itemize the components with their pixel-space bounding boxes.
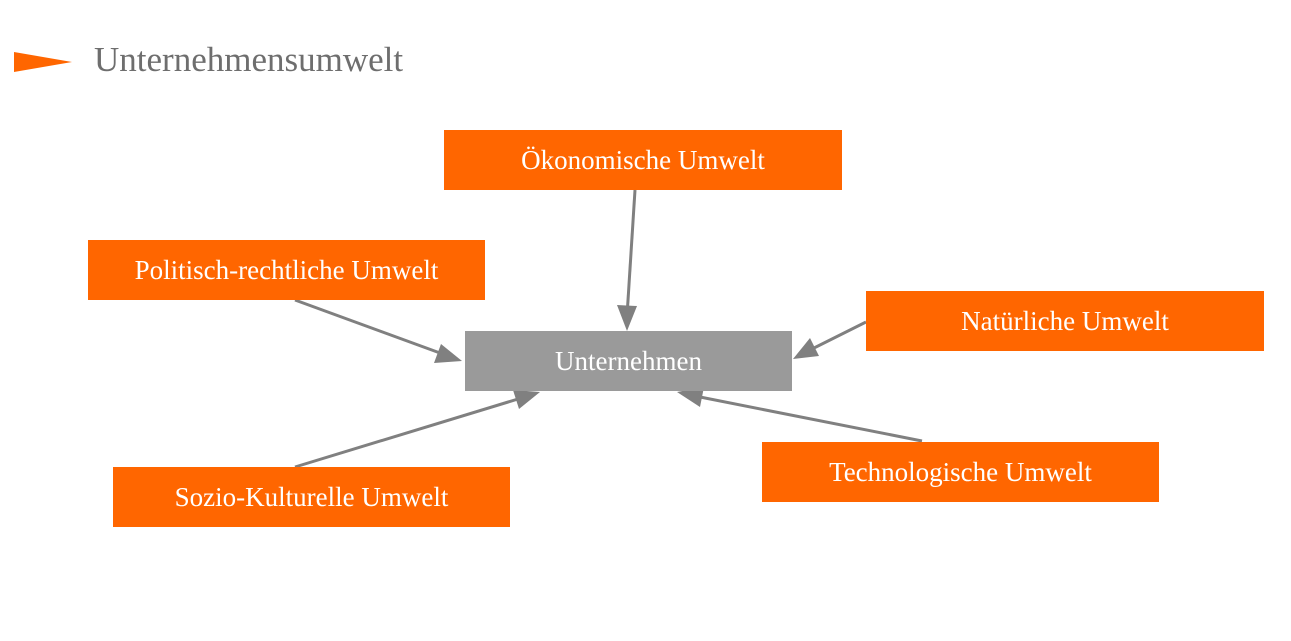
node-label: Sozio-Kulturelle Umwelt	[174, 481, 449, 512]
node-unternehmen: Unternehmen	[465, 331, 792, 391]
title-arrow-icon	[14, 52, 72, 72]
node-label: Natürliche Umwelt	[961, 305, 1169, 336]
arrow-sozio	[294, 397, 519, 469]
page-title: Unternehmensumwelt	[94, 40, 404, 79]
arrowhead-sozio	[513, 390, 540, 409]
arrow-natuerlich	[813, 320, 867, 350]
arrow-politisch	[294, 298, 441, 355]
node-label: Technologische Umwelt	[829, 456, 1092, 487]
arrow-technologisch	[699, 395, 923, 443]
node-label: Ökonomische Umwelt	[521, 144, 765, 175]
node-label: Politisch-rechtliche Umwelt	[134, 254, 439, 285]
node-politisch-rechtliche-umwelt: Politisch-rechtliche Umwelt	[88, 240, 485, 300]
arrowhead-natuerlich	[793, 338, 819, 359]
node-technologische-umwelt: Technologische Umwelt	[762, 442, 1159, 502]
node-sozio-kulturelle-umwelt: Sozio-Kulturelle Umwelt	[113, 467, 510, 527]
node-label: Unternehmen	[555, 345, 702, 376]
arrowhead-technologisch	[677, 387, 704, 407]
arrowhead-politisch	[434, 344, 462, 363]
node-natuerliche-umwelt: Natürliche Umwelt	[866, 291, 1264, 351]
arrow-oekonomisch	[625, 189, 637, 317]
node-oekonomische-umwelt: Ökonomische Umwelt	[444, 130, 842, 190]
arrowhead-oekonomisch	[617, 305, 637, 331]
